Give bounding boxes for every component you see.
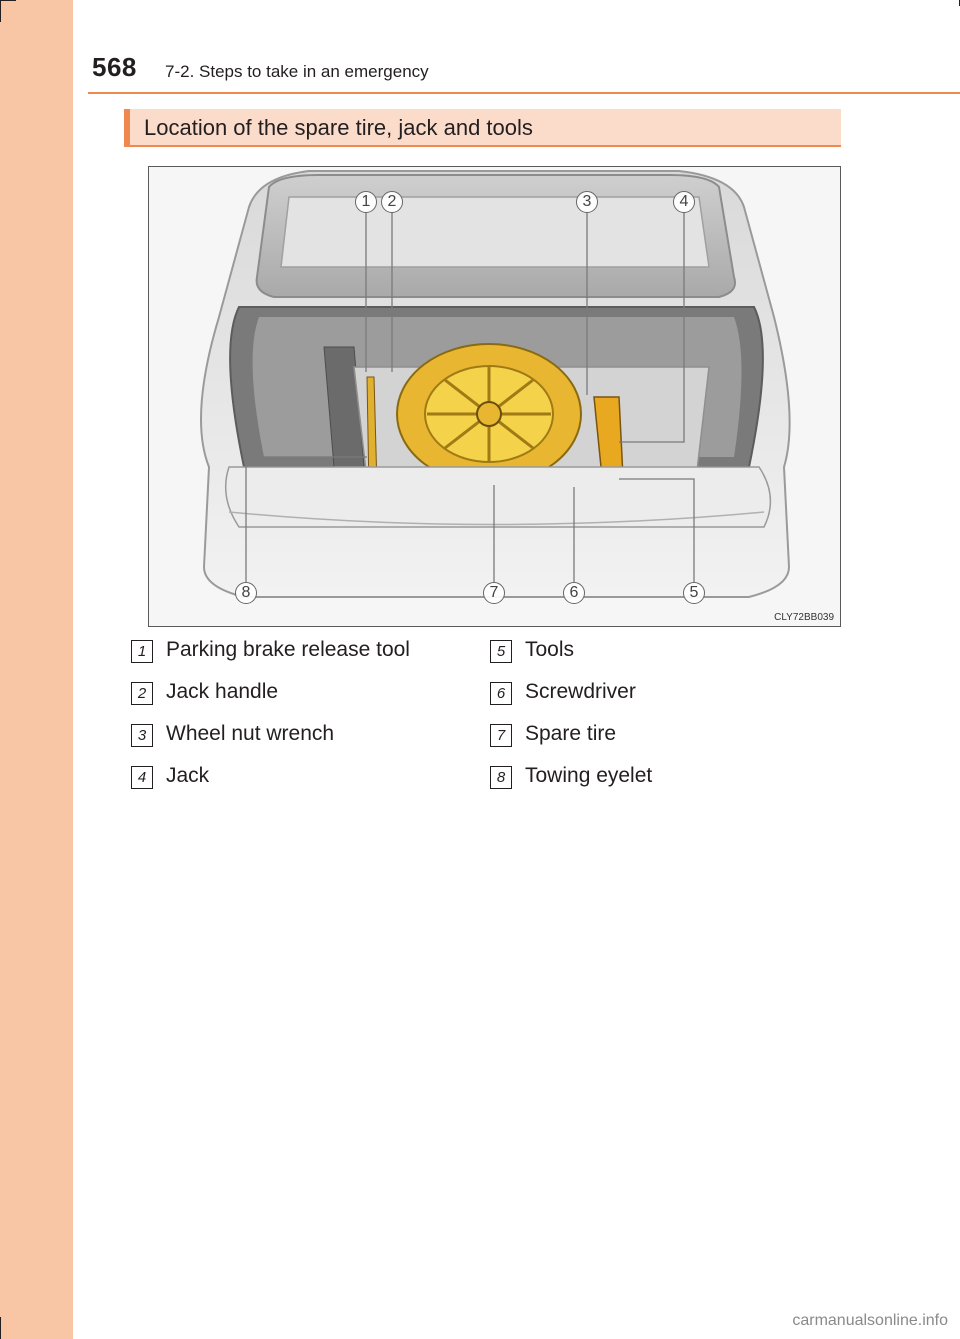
legend-label: Parking brake release tool: [166, 638, 410, 661]
legend-number: 2: [131, 682, 153, 705]
legend-label: Wheel nut wrench: [166, 722, 335, 745]
crop-mark: [0, 1317, 1, 1339]
footer-watermark-url[interactable]: carmanualsonline.info: [792, 1312, 948, 1329]
legend-number: 4: [131, 766, 153, 789]
legend-number: 5: [490, 640, 512, 663]
legend-number: 6: [490, 682, 512, 705]
crop-mark: [0, 0, 1, 22]
legend-number: 3: [131, 724, 153, 747]
legend-label: Spare tire: [525, 722, 617, 745]
legend-number: 1: [131, 640, 153, 663]
section-heading: Location of the spare tire, jack and too…: [124, 109, 841, 147]
callout-4: 4: [673, 191, 695, 213]
crop-mark: [0, 0, 16, 1]
section-heading-text: Location of the spare tire, jack and too…: [144, 115, 533, 140]
legend-label: Tools: [525, 638, 575, 661]
trunk-illustration: 1 2 3 4 5 6 7 8 CLY72BB039: [148, 166, 841, 627]
header-rule: [88, 92, 960, 94]
callout-7: 7: [483, 582, 505, 604]
legend-label: Jack handle: [166, 680, 279, 703]
legend-label: Towing eyelet: [525, 764, 653, 787]
figure-code: CLY72BB039: [774, 612, 834, 623]
callout-3: 3: [576, 191, 598, 213]
callout-2: 2: [381, 191, 403, 213]
legend-label: Screwdriver: [525, 680, 636, 703]
legend-number: 7: [490, 724, 512, 747]
page-number: 568: [92, 52, 137, 82]
trunk-drawing: [149, 167, 840, 626]
chapter-band: [0, 0, 73, 1339]
callout-8: 8: [235, 582, 257, 604]
legend-label: Jack: [166, 764, 210, 787]
section-path: 7-2. Steps to take in an emergency: [165, 62, 429, 81]
callout-5: 5: [683, 582, 705, 604]
callout-1: 1: [355, 191, 377, 213]
callout-6: 6: [563, 582, 585, 604]
legend-number: 8: [490, 766, 512, 789]
